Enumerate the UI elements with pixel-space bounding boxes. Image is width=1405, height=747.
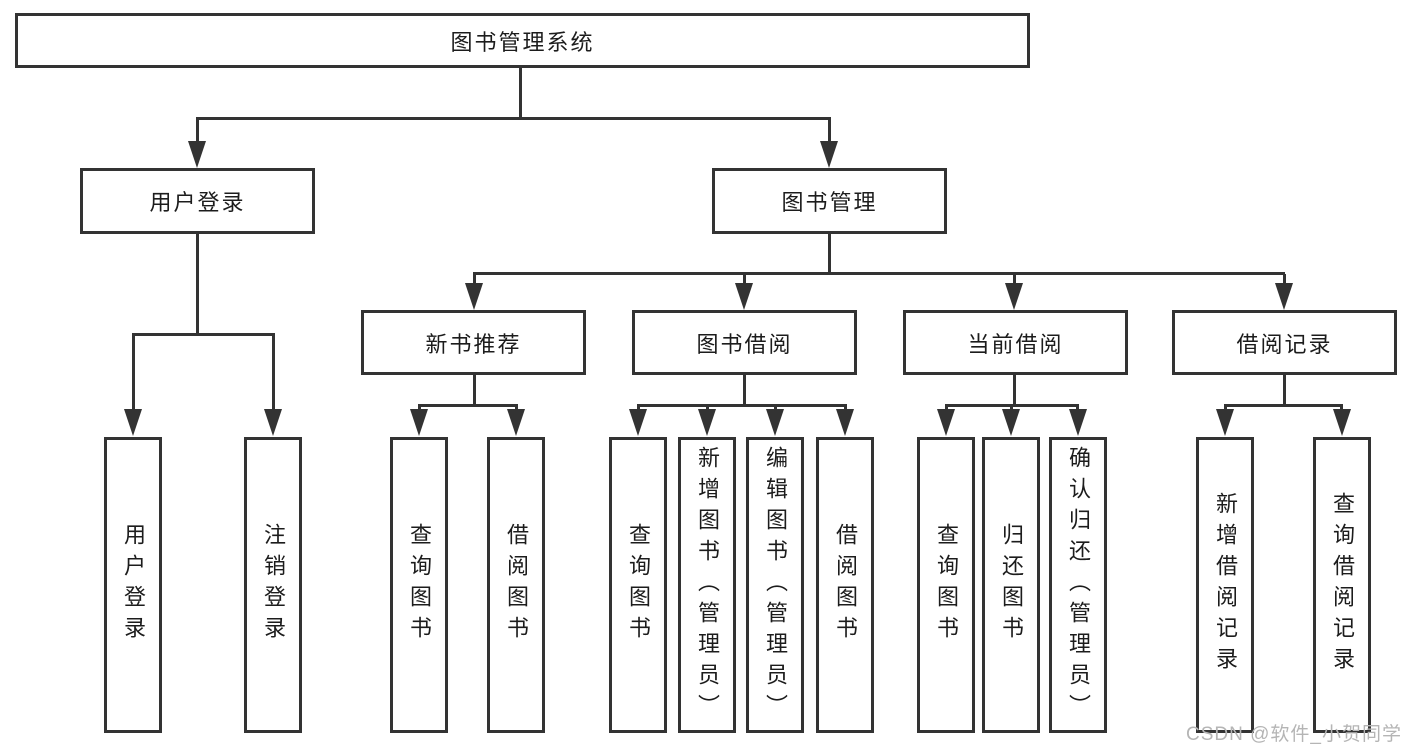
- node-label: 图书管理系统: [450, 29, 595, 55]
- arrow-down-icon: [1216, 409, 1234, 436]
- edge-root-branch: [196, 117, 831, 120]
- node-label: 借阅记录: [1236, 331, 1333, 357]
- arrow-down-icon: [629, 409, 647, 436]
- leaf-label: 归还图书: [999, 523, 1024, 647]
- leaf-label: 查询图书: [407, 523, 432, 647]
- arrow-down-icon: [1333, 409, 1351, 436]
- arrow-down-icon: [937, 409, 955, 436]
- edge-new-books-branch: [418, 404, 518, 407]
- arrow-down-icon: [1005, 283, 1023, 310]
- node-user-login: 用户登录: [80, 168, 315, 234]
- node-label: 新书推荐: [425, 331, 522, 357]
- node-book-management: 图书管理: [712, 168, 947, 234]
- arrow-down-icon: [766, 409, 784, 436]
- edge-book-management-stem: [828, 119, 831, 145]
- edge-current-borrow-down: [1013, 373, 1016, 406]
- node-book-borrowing: 图书借阅: [632, 310, 857, 375]
- leaf-label: 编辑图书（管理员）: [763, 445, 788, 725]
- leaf-label: 新增图书（管理员）: [695, 445, 720, 725]
- arrow-down-icon: [1069, 409, 1087, 436]
- arrow-down-icon: [410, 409, 428, 436]
- edge-new-books-down: [473, 373, 476, 406]
- node-label: 当前借阅: [967, 331, 1064, 357]
- edge-user-login-down: [196, 234, 199, 335]
- arrow-down-icon: [836, 409, 854, 436]
- node-label: 图书借阅: [696, 331, 793, 357]
- node-new-book-recommendation: 新书推荐: [361, 310, 586, 375]
- leaf-borrow-books: 借阅图书: [487, 437, 545, 733]
- arrow-down-icon: [465, 283, 483, 310]
- leaf-return-books: 归还图书: [982, 437, 1040, 733]
- leaf-label: 注销登录: [261, 523, 286, 647]
- edge-leaf-stem: [132, 335, 135, 411]
- edge-current-borrow-branch: [945, 404, 1079, 407]
- arrow-down-icon: [188, 141, 206, 168]
- leaf-query-books: 查询图书: [390, 437, 448, 733]
- arrow-down-icon: [1275, 283, 1293, 310]
- leaf-add-books-admin: 新增图书（管理员）: [678, 437, 736, 733]
- edge-module-stem: [1013, 274, 1016, 285]
- leaf-add-borrow-record: 新增借阅记录: [1196, 437, 1254, 733]
- leaf-query-books: 查询图书: [609, 437, 667, 733]
- edge-root-stem: [519, 68, 522, 119]
- node-library-management-system: 图书管理系统: [15, 13, 1030, 68]
- leaf-user-login: 用户登录: [104, 437, 162, 733]
- edge-book-borrow-branch: [637, 404, 847, 407]
- leaf-label: 查询借阅记录: [1330, 492, 1355, 678]
- leaf-query-borrow-record: 查询借阅记录: [1313, 437, 1371, 733]
- csdn-watermark: CSDN @软件_小贺同学: [1186, 724, 1402, 745]
- node-current-borrowing: 当前借阅: [903, 310, 1128, 375]
- leaf-confirm-return-admin: 确认归还（管理员）: [1049, 437, 1107, 733]
- edge-user-login-branch: [132, 333, 275, 336]
- edge-module-stem: [743, 274, 746, 285]
- arrow-down-icon: [698, 409, 716, 436]
- leaf-label: 查询图书: [626, 523, 651, 647]
- arrow-down-icon: [124, 409, 142, 436]
- arrow-down-icon: [820, 141, 838, 168]
- edge-borrow-records-down: [1283, 373, 1286, 406]
- node-borrow-records: 借阅记录: [1172, 310, 1397, 375]
- edge-user-login-stem: [196, 119, 199, 145]
- arrow-down-icon: [264, 409, 282, 436]
- arrow-down-icon: [1002, 409, 1020, 436]
- edge-module-stem: [1283, 274, 1286, 285]
- leaf-logout: 注销登录: [244, 437, 302, 733]
- leaf-query-books: 查询图书: [917, 437, 975, 733]
- edge-borrow-records-branch: [1224, 404, 1343, 407]
- edge-module-stem: [473, 274, 476, 285]
- edge-book-management-branch: [473, 272, 1285, 275]
- arrow-down-icon: [735, 283, 753, 310]
- leaf-label: 借阅图书: [833, 523, 858, 647]
- leaf-edit-books-admin: 编辑图书（管理员）: [746, 437, 804, 733]
- edge-leaf-stem: [272, 335, 275, 411]
- leaf-borrow-books: 借阅图书: [816, 437, 874, 733]
- edge-book-management-down: [828, 234, 831, 274]
- arrow-down-icon: [507, 409, 525, 436]
- node-label: 图书管理: [781, 190, 878, 215]
- edge-book-borrow-down: [743, 373, 746, 406]
- leaf-label: 新增借阅记录: [1213, 492, 1238, 678]
- node-label: 用户登录: [149, 190, 246, 215]
- leaf-label: 查询图书: [934, 523, 959, 647]
- leaf-label: 用户登录: [121, 523, 146, 647]
- leaf-label: 确认归还（管理员）: [1066, 445, 1091, 725]
- leaf-label: 借阅图书: [504, 523, 529, 647]
